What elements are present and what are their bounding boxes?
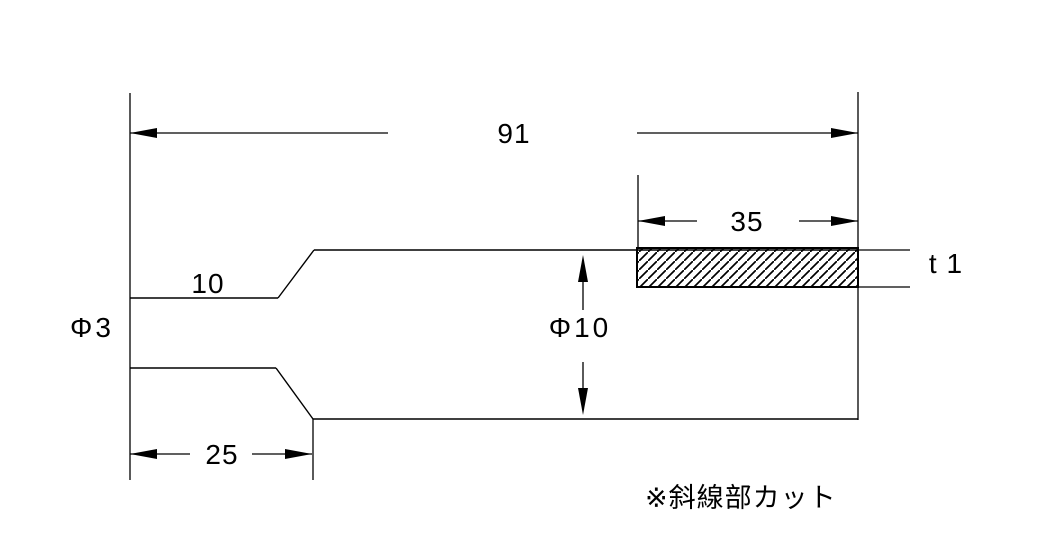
hatched-cut-region [636, 247, 910, 288]
shank-length-label: 10 [191, 268, 224, 299]
dim-25-arrow-left-icon [130, 449, 157, 459]
dim-25-label: 25 [205, 439, 238, 470]
outline-taper-bottom [275, 367, 314, 420]
tip-diameter-label: Φ3 [70, 312, 114, 343]
dim-91-label: 91 [497, 118, 530, 149]
dim-35-label: 35 [730, 206, 763, 237]
cut-thickness-label: t 1 [929, 248, 963, 279]
dim-phi10-arrow-up-icon [578, 255, 588, 282]
outline-taper-top [277, 249, 315, 299]
dim-25-arrow-right-icon [285, 449, 312, 459]
dimension-overall-length: 91 [130, 118, 858, 149]
dimension-cut-length: 35 [638, 206, 858, 237]
dim-91-arrow-right-icon [831, 128, 858, 138]
hatch-note-label: ※斜線部カット [645, 483, 837, 513]
dim-phi10-arrow-down-icon [578, 388, 588, 415]
dim-91-arrow-left-icon [130, 128, 157, 138]
dim-35-arrow-right-icon [831, 216, 858, 226]
hatch-rect [636, 247, 859, 288]
dimension-step-length: 25 [130, 439, 312, 470]
dim-phi10-label: Φ10 [549, 312, 611, 343]
dimension-body-diameter: Φ10 [549, 255, 611, 415]
dim-35-arrow-left-icon [638, 216, 665, 226]
